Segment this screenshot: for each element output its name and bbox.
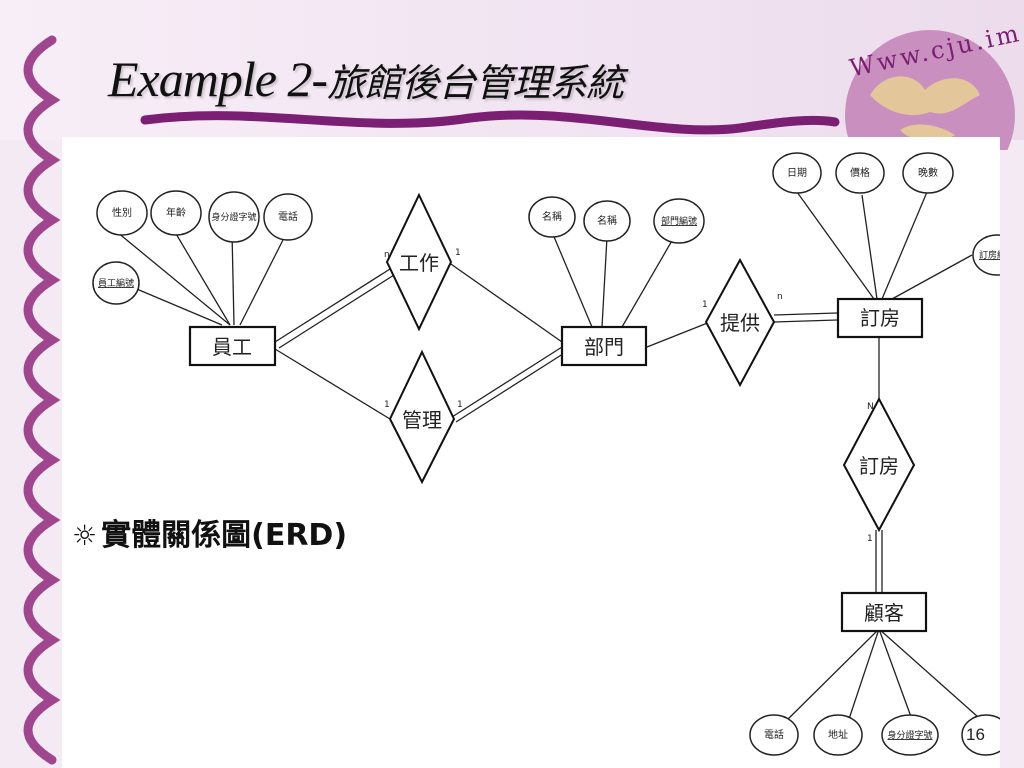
title-underline-wave [140,110,840,135]
attr-nights-label: 晚數 [918,166,938,179]
page-title: Example 2-旅館後台管理系統 [108,50,624,108]
relationship-provides [704,257,776,388]
attr-price [835,152,885,194]
attr-date [772,152,822,194]
bullet-text: 實體關係圖(ERD) [101,518,348,553]
erd-diagram: 員工 部門 訂房 顧客 工作 管理 提供 訂房 [62,137,1000,768]
relationship-manages [388,349,456,485]
attr-employee-id-label: 員工編號 [98,277,134,289]
attr-age-label: 年齡 [166,206,186,219]
attr-age [150,190,202,236]
attr-dept-id [653,198,705,244]
card-books-customer: 1 [867,534,873,544]
attr-cust-phone-label: 電話 [764,728,784,741]
card-manages-dept: 1 [457,400,463,410]
attr-employee-id [92,261,140,305]
relationship-provides-label: 提供 [720,311,760,335]
entity-department [560,325,648,367]
title-chinese: 旅館後台管理系統 [327,61,624,105]
attr-dept-name-a-label: 名稱 [542,210,562,223]
relationship-manages-label: 管理 [402,408,442,432]
attr-gender-label: 性別 [112,206,132,219]
attr-dept-name-a [528,196,576,238]
attr-dept-name-b-label: 名稱 [597,214,617,227]
attr-date-label: 日期 [787,167,807,179]
attr-cust-address-label: 地址 [828,728,848,741]
title-english: Example 2- [108,51,328,107]
attr-cust-address [813,714,863,756]
entity-employee [188,325,277,367]
attr-phone [263,193,313,241]
card-books-booking: N [867,402,874,412]
attr-gender [96,190,148,236]
attr-booking-id [972,234,1000,276]
card-provides-dept: 1 [702,300,708,310]
card-works-emp: n [384,250,390,260]
cju-logo: Www.cju.im.D [845,12,1024,150]
attr-cust-id-number [881,714,939,756]
entity-booking-label: 訂房 [860,306,900,330]
entity-customer [840,591,928,633]
attr-price-label: 價格 [850,166,870,179]
relationship-works [385,192,453,332]
entity-department-label: 部門 [584,335,624,359]
attr-nights [902,152,954,194]
entity-customer-label: 顧客 [864,601,904,625]
attr-cust-phone [749,714,799,756]
card-provides-booking: n [777,292,783,302]
left-wave-decoration [23,35,61,765]
attr-booking-id-label: 訂房編號 [979,249,1000,261]
attr-id-number [208,191,260,243]
attr-phone-label: 電話 [278,210,298,223]
relationship-books-label: 訂房 [859,454,899,478]
page-number: 16 [966,725,985,744]
attr-cust-id-number-label: 身分證字號 [887,729,932,741]
attr-id-number-label: 身分證字號 [211,211,256,223]
card-manages-emp: 1 [384,400,390,410]
relationship-books [842,396,916,533]
attr-cust-extra [961,714,1000,756]
relationship-works-label: 工作 [399,251,439,275]
bullet-erd: ☼實體關係圖(ERD) [72,510,347,554]
entity-booking [836,297,924,339]
attr-dept-name-b [583,200,631,242]
card-works-dept: 1 [455,248,461,258]
erd-canvas: 員工 部門 訂房 顧客 工作 管理 提供 訂房 [92,152,1000,756]
entity-employee-label: 員工 [212,335,252,359]
attr-dept-id-label: 部門編號 [661,215,697,227]
sun-bullet-icon: ☼ [72,519,98,552]
